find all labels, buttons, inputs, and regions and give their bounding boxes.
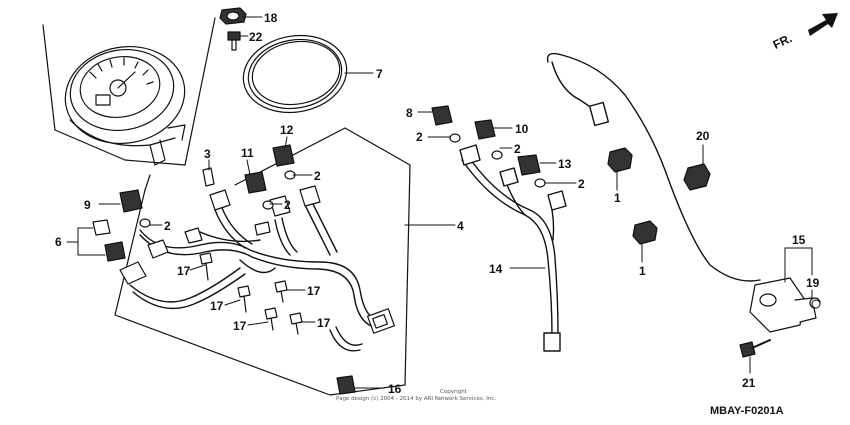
screws-17: [199, 252, 303, 335]
bolt-21: [739, 339, 771, 358]
callout-18: 18: [264, 11, 278, 25]
callout-3: 3: [204, 147, 211, 161]
harness-connectors: [119, 185, 396, 334]
callout-17e: 17: [317, 316, 331, 330]
meter-bracket-outline: [42, 17, 216, 166]
callout-13: 13: [558, 157, 572, 171]
callout-19: 19: [806, 276, 820, 290]
callout-22: 22: [249, 30, 263, 44]
fr-bracket-outline: [144, 174, 151, 191]
callout-7: 7: [376, 67, 383, 81]
grommets-1: [607, 147, 658, 245]
clip-18: [219, 7, 247, 25]
callout-11: 11: [241, 146, 254, 160]
callout-16: 16: [388, 382, 402, 396]
callout-8: 8: [406, 106, 413, 120]
diagram-code: MBAY-F0201A: [710, 405, 784, 417]
callout-2f: 2: [416, 130, 423, 144]
callout-2a: 2: [164, 219, 171, 233]
speed-sensor: [749, 277, 821, 333]
front-direction-label: FR.: [771, 31, 794, 52]
harness-bracket-outline: [114, 127, 411, 396]
callout-2e: 2: [514, 142, 521, 156]
screw-22: [227, 31, 241, 51]
callout-1b: 1: [639, 264, 646, 278]
callout-17a: 17: [177, 264, 191, 278]
callout-17d: 17: [233, 319, 247, 333]
callout-4: 4: [457, 219, 464, 233]
copyright-line-1: Copyright: [440, 389, 468, 395]
callout-10: 10: [515, 122, 529, 136]
callout-15: 15: [792, 233, 806, 247]
caps-and-bulbs: [92, 105, 541, 395]
callout-17c: 17: [307, 284, 321, 298]
sockets: [139, 133, 546, 228]
callout-12: 12: [280, 123, 294, 137]
copyright-line-2: Page design (c) 2004 - 2014 by ARI Netwo…: [336, 396, 496, 402]
callout-20: 20: [696, 129, 710, 143]
callout-17b: 17: [210, 299, 224, 313]
callout-2c: 2: [284, 198, 291, 212]
callout-numbers: 18 22 7 8 2 10 2 13 2 4 14 9 2 6 3 11 12…: [55, 11, 820, 396]
grommet-20: [683, 163, 711, 191]
callout-6: 6: [55, 235, 62, 249]
speed-sensor-cable: [546, 52, 761, 282]
callout-14: 14: [489, 262, 503, 276]
leader-lines: [66, 16, 821, 389]
callout-21: 21: [742, 376, 756, 390]
sub-harness: [459, 144, 567, 352]
front-direction-arrow: FR.: [771, 13, 838, 52]
callout-9: 9: [84, 198, 91, 212]
callout-2b: 2: [314, 169, 321, 183]
callout-2d: 2: [578, 177, 585, 191]
main-harness: [129, 201, 381, 352]
bezel-ring: [242, 34, 348, 114]
callout-1a: 1: [614, 191, 621, 205]
speedometer-assembly: [64, 45, 186, 166]
